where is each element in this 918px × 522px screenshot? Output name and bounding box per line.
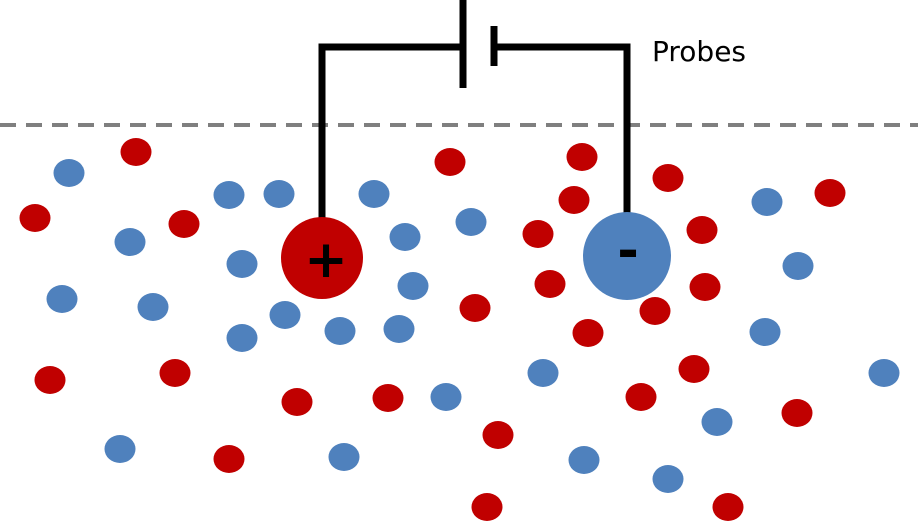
negative-ion	[226, 250, 258, 278]
positive-ion	[566, 143, 598, 171]
positive-ion	[814, 179, 846, 207]
negative-ion	[455, 208, 487, 236]
negative-ion	[226, 324, 258, 352]
positive-ion	[625, 383, 657, 411]
negative-ion	[269, 301, 301, 329]
negative-ion	[527, 359, 559, 387]
positive-ion	[34, 366, 66, 394]
positive-ion	[168, 210, 200, 238]
positive-ion	[159, 359, 191, 387]
negative-ion	[383, 315, 415, 343]
negative-ion	[46, 285, 78, 313]
negative-ion	[324, 317, 356, 345]
positive-ion	[482, 421, 514, 449]
positive-ion	[522, 220, 554, 248]
negative-ion	[104, 435, 136, 463]
negative-sign: -	[617, 221, 639, 281]
negative-ion	[868, 359, 900, 387]
positive-ion	[434, 148, 466, 176]
negative-ion	[213, 181, 245, 209]
negative-ion	[263, 180, 295, 208]
positive-ion	[652, 164, 684, 192]
negative-electrode: -	[583, 212, 671, 300]
positive-ion	[712, 493, 744, 521]
negative-ion	[53, 159, 85, 187]
negative-ion	[652, 465, 684, 493]
positive-sign: +	[304, 230, 348, 290]
positive-ion	[558, 186, 590, 214]
negative-ion	[389, 223, 421, 251]
negative-ion	[114, 228, 146, 256]
positive-ion	[689, 273, 721, 301]
positive-ion	[372, 384, 404, 412]
positive-ion	[781, 399, 813, 427]
positive-ion	[534, 270, 566, 298]
positive-ion	[19, 204, 51, 232]
negative-probe-wire	[494, 43, 631, 220]
positive-electrode: +	[281, 217, 363, 299]
positive-ion	[471, 493, 503, 521]
positive-ion	[639, 297, 671, 325]
negative-electrode-disc	[583, 212, 671, 300]
ion-field	[19, 138, 900, 521]
negative-ion	[328, 443, 360, 471]
positive-ion	[281, 388, 313, 416]
probes-label: Probes	[652, 35, 746, 68]
positive-probe-wire	[318, 43, 463, 225]
negative-ion	[749, 318, 781, 346]
negative-ion	[430, 383, 462, 411]
negative-ion	[137, 293, 169, 321]
negative-ion	[782, 252, 814, 280]
negative-ion	[568, 446, 600, 474]
positive-ion	[120, 138, 152, 166]
positive-ion	[678, 355, 710, 383]
positive-ion	[686, 216, 718, 244]
negative-ion	[701, 408, 733, 436]
battery-symbol	[459, 0, 498, 88]
negative-ion	[751, 188, 783, 216]
positive-ion	[459, 294, 491, 322]
positive-ion	[572, 319, 604, 347]
positive-electrode-disc	[281, 217, 363, 299]
negative-ion	[358, 180, 390, 208]
negative-ion	[397, 272, 429, 300]
positive-ion	[213, 445, 245, 473]
